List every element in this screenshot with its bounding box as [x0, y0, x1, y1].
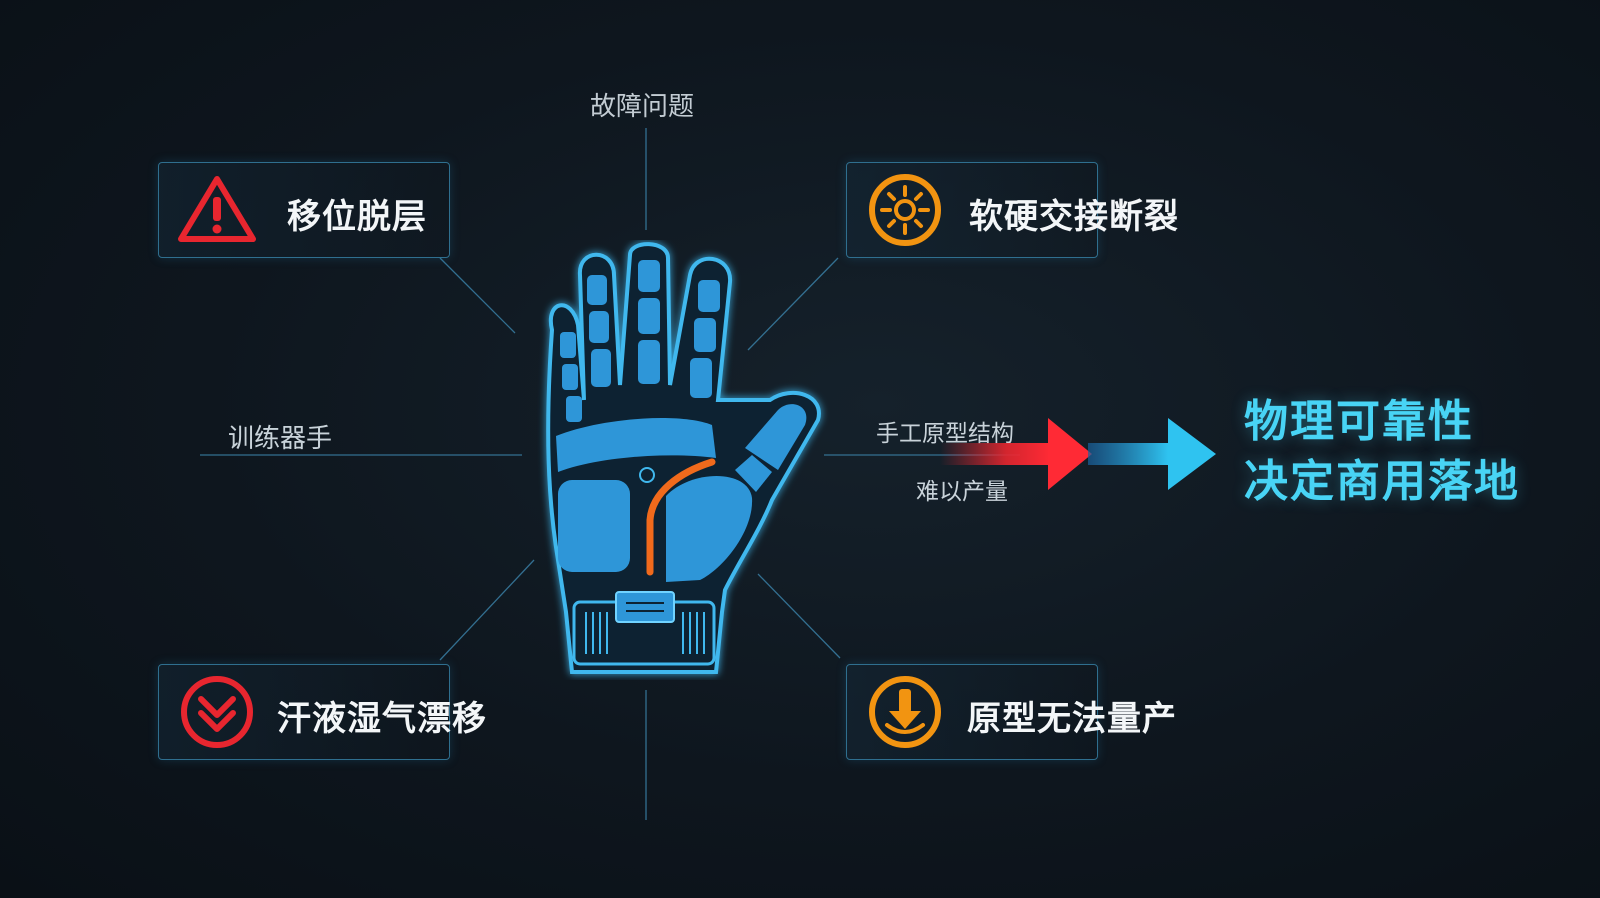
conclusion-line-1: 物理可靠性: [1244, 396, 1474, 447]
issue-card-sweat-drift: 汗液湿气漂移: [158, 664, 486, 760]
issue-card-mass-production: 原型无法量产: [846, 664, 1176, 760]
transition-arrow: [940, 418, 1216, 490]
connector-top-left: [439, 257, 516, 334]
left-label: 训练器手: [228, 424, 333, 454]
issue-label-fracture: 软硬交接断裂: [969, 197, 1179, 237]
warning-triangle-icon: [178, 176, 256, 242]
conclusion-line-2: 决定商用落地: [1244, 456, 1520, 507]
issue-label-sweat-drift: 汗液湿气漂移: [277, 699, 487, 739]
connector-bottom-left: [439, 559, 535, 661]
issue-label-mass-production: 原型无法量产: [967, 699, 1177, 739]
issue-card-displacement: 移位脱层: [158, 162, 450, 258]
issue-label-displacement: 移位脱层: [287, 197, 427, 237]
chevron-double-down-icon: [181, 676, 253, 748]
arrow-label-bottom: 难以产量: [916, 479, 1008, 505]
gear-burst-icon: [869, 174, 941, 246]
arrow-label-top: 手工原型结构: [876, 421, 1014, 447]
connector-bottom-right: [757, 573, 841, 659]
center-label: 故障问题: [590, 92, 695, 122]
issue-card-fracture: 软硬交接断裂: [846, 162, 1178, 258]
download-circle-icon: [869, 676, 941, 748]
connector-top-right: [747, 257, 839, 351]
conclusion-text: 物理可靠性 决定商用落地: [1244, 392, 1520, 512]
glove-illustration: [546, 242, 821, 674]
